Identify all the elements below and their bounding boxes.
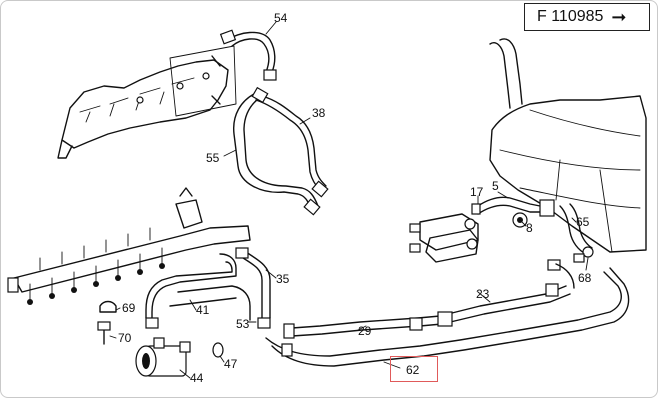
callout-47: 47: [224, 357, 238, 371]
callout-8: 8: [526, 221, 533, 235]
callout-68: 68: [578, 271, 592, 285]
callout-53: 53: [236, 317, 250, 331]
small-parts: [97, 300, 224, 377]
callout-55: 55: [206, 151, 220, 165]
pipes-38-55: [233, 86, 329, 216]
callout-35: 35: [276, 272, 290, 286]
callout-5: 5: [492, 179, 499, 193]
fuel-lines-23-29-62: [265, 259, 630, 367]
callout-23: 23: [476, 287, 490, 301]
fuel-pump-assembly: [409, 196, 555, 263]
injectors: [27, 227, 165, 305]
fuel-tank-drawing: [489, 38, 647, 253]
callout-54: 54: [274, 11, 288, 25]
callout-17: 17: [470, 185, 484, 199]
callout-65: 65: [576, 215, 590, 229]
callout-62-highlight: [390, 356, 438, 382]
reference-code: F 110985: [537, 8, 604, 25]
pressure-regulator-44: [135, 337, 191, 377]
reference-code-box: F 110985 ➞: [524, 3, 650, 31]
callout-29: 29: [358, 324, 372, 338]
callout-44: 44: [190, 371, 204, 385]
intake-manifold-drawing: [57, 45, 237, 159]
callout-leaders: [109, 21, 589, 379]
callout-70: 70: [118, 331, 132, 345]
hose-65-68: [559, 203, 594, 263]
pipe-54: [219, 29, 277, 81]
fuel-rail-drawing: [7, 187, 251, 305]
callout-69: 69: [122, 301, 136, 315]
callout-labels: 54 38 55 17 5 8 65 68 23 35 41 29 53 69 …: [118, 11, 592, 385]
right-arrow-icon: ➞: [611, 7, 627, 27]
callout-38: 38: [312, 106, 326, 120]
callout-62: 62: [406, 363, 420, 377]
pipes-35-41: [145, 247, 271, 329]
callout-41: 41: [196, 303, 210, 317]
